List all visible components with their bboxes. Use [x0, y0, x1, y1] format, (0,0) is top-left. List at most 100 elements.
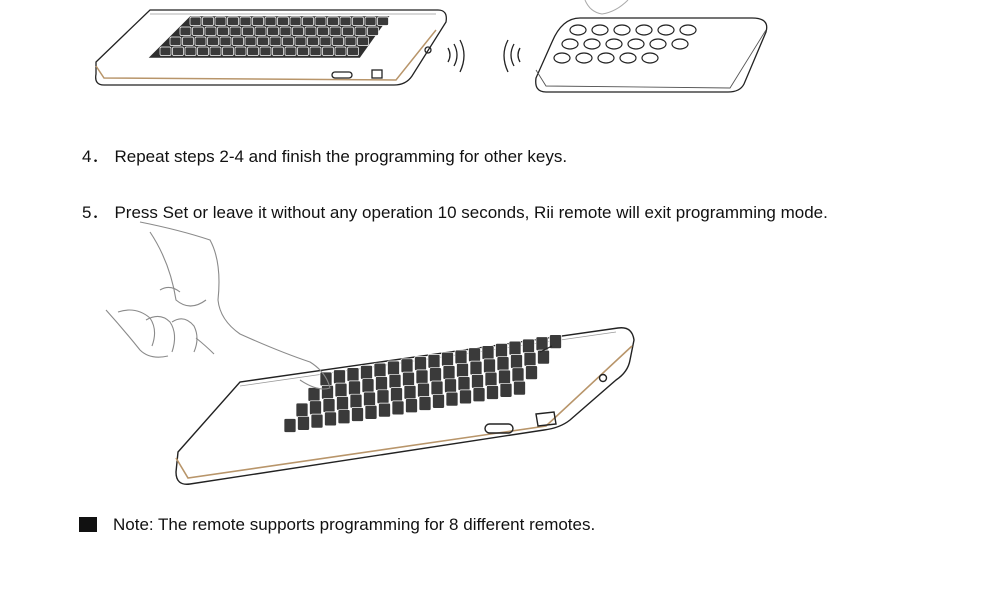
key	[357, 36, 369, 46]
key	[327, 16, 339, 26]
speaker-slot-icon	[539, 345, 553, 353]
key	[427, 354, 441, 369]
key	[347, 46, 359, 56]
key	[549, 334, 562, 349]
key	[179, 26, 192, 36]
key	[222, 46, 234, 56]
key	[456, 362, 469, 378]
key	[354, 26, 367, 36]
key	[202, 16, 214, 26]
key	[332, 36, 344, 46]
key	[317, 26, 329, 36]
key	[333, 369, 346, 385]
keypad-grid-bottom	[283, 334, 562, 433]
key	[217, 26, 229, 36]
key	[194, 36, 207, 46]
key	[272, 46, 284, 56]
ir-button	[613, 24, 631, 36]
key	[513, 380, 526, 396]
key	[387, 360, 400, 376]
key	[364, 16, 377, 26]
key	[214, 16, 227, 26]
signal-wave-icon	[447, 39, 521, 73]
key	[364, 404, 378, 420]
key	[284, 46, 297, 56]
key	[417, 382, 430, 398]
key	[295, 402, 309, 418]
key	[204, 26, 217, 36]
ir-button	[605, 38, 623, 50]
step-5-text: Press Set or leave it without any operat…	[114, 203, 828, 222]
key	[403, 385, 417, 400]
key	[242, 26, 254, 36]
key	[430, 380, 444, 396]
ir-button	[671, 38, 689, 50]
note: Note: The remote supports programming fo…	[79, 515, 595, 535]
key	[402, 371, 415, 387]
ir-button	[649, 38, 667, 50]
finger-top	[584, 0, 629, 15]
key	[348, 380, 361, 396]
key	[159, 46, 172, 56]
key	[469, 360, 483, 376]
ir-button	[635, 24, 653, 36]
step-5: 5．Press Set or leave it without any oper…	[82, 198, 828, 223]
key	[247, 46, 259, 56]
key	[244, 36, 257, 46]
key	[375, 376, 388, 391]
key	[537, 349, 550, 365]
key	[376, 389, 390, 405]
key	[468, 347, 481, 363]
key	[314, 16, 327, 26]
key	[499, 382, 513, 398]
key	[344, 36, 357, 46]
key	[441, 351, 454, 367]
key	[254, 26, 267, 36]
key	[498, 369, 511, 385]
key	[525, 365, 538, 380]
ir-button	[679, 24, 697, 36]
ir-button	[657, 24, 675, 36]
ir-button	[575, 52, 593, 64]
key	[182, 36, 194, 46]
key	[508, 340, 522, 356]
key	[471, 374, 484, 389]
key	[418, 396, 432, 411]
key	[388, 373, 402, 389]
key	[377, 16, 389, 26]
ir-button	[641, 52, 659, 64]
key	[277, 16, 289, 26]
key	[197, 46, 209, 56]
press-set-illustration	[105, 221, 635, 485]
key	[219, 36, 232, 46]
key	[510, 354, 523, 369]
key	[495, 343, 508, 358]
step-4-text: Repeat steps 2-4 and finish the programm…	[114, 147, 568, 166]
key	[232, 36, 244, 46]
key	[342, 26, 354, 36]
key	[283, 418, 297, 433]
key	[378, 402, 391, 418]
key	[172, 46, 184, 56]
keypad-grid-top	[159, 16, 389, 56]
key	[459, 389, 472, 405]
key	[484, 371, 498, 387]
ir-button	[597, 52, 615, 64]
key	[523, 351, 537, 367]
key	[297, 415, 310, 431]
key	[511, 367, 525, 383]
key	[264, 16, 277, 26]
key	[481, 345, 495, 360]
key	[432, 393, 445, 409]
pairing-illustration	[95, 0, 768, 93]
key	[444, 378, 457, 394]
key	[352, 16, 364, 26]
key	[292, 26, 304, 36]
key	[360, 365, 373, 380]
key	[229, 26, 242, 36]
ir-button	[569, 24, 587, 36]
key	[363, 391, 376, 407]
key	[522, 338, 535, 354]
key	[234, 46, 247, 56]
ir-button	[583, 38, 601, 50]
